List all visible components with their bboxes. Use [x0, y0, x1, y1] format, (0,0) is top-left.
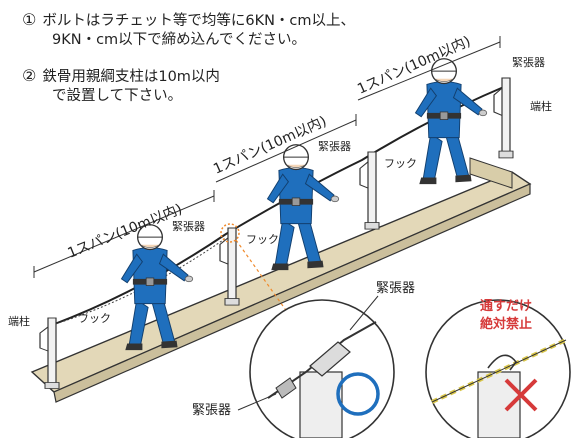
tensioner-label: 緊張器	[318, 140, 351, 153]
prohibited-text: 絶対禁止	[479, 316, 532, 332]
hook-label: フック	[246, 233, 279, 246]
note-text: 鉄骨用親綱支柱は10m以内	[42, 69, 220, 85]
correct-mark	[336, 372, 380, 416]
detail-prohibited	[425, 299, 571, 438]
tensioner-label: 緊張器	[376, 281, 415, 296]
note-number: ②	[22, 66, 37, 85]
note-text: 9KN・cm以下で締め込んでください。	[52, 32, 306, 48]
detail-correct	[249, 299, 395, 438]
prohibited-mark	[504, 378, 538, 412]
span-dimension-lines	[33, 36, 501, 278]
tensioner-label: 緊張器	[172, 220, 205, 233]
tensioner-label: 緊張器	[512, 56, 545, 69]
instruction-note-2: ② 鉄骨用親綱支柱は10m以内 で設置して下さい。	[22, 66, 220, 106]
note-text: で設置して下さい。	[52, 88, 183, 104]
note-text: ボルトはラチェット等で均等に6KN・cm以上、	[42, 13, 356, 29]
hook-label: フック	[78, 312, 111, 325]
tensioner-label: 緊張器	[192, 403, 231, 418]
end-post-label: 端柱	[8, 314, 30, 328]
span-label: 1スパン(10m以内)	[211, 113, 329, 177]
note-number: ①	[22, 10, 37, 29]
tensioner-highlight	[220, 223, 240, 243]
end-post-label: 端柱	[530, 99, 552, 113]
hook-label: フック	[384, 157, 417, 170]
support-post	[359, 151, 380, 230]
prohibited-text: 通すだけ	[480, 298, 532, 314]
instruction-note-1: ① ボルトはラチェット等で均等に6KN・cm以上、 9KN・cm以下で締め込んでく…	[22, 10, 355, 50]
